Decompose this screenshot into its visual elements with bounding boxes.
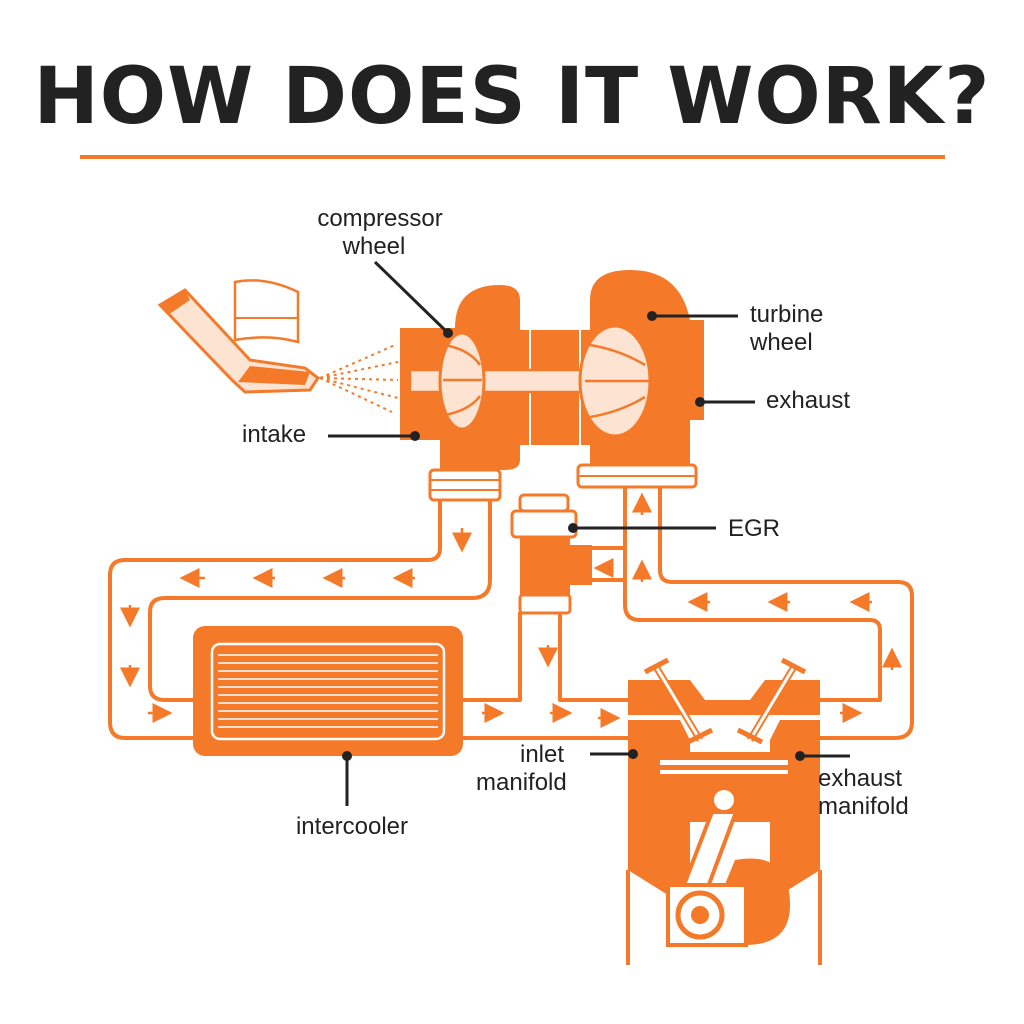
engine-cylinder	[626, 657, 822, 965]
spray-can	[233, 279, 300, 344]
label-egr: EGR	[728, 515, 780, 542]
compressor-outlet-flange	[428, 468, 502, 502]
intercooler	[193, 626, 463, 756]
title-divider	[80, 155, 945, 159]
label-turbine-wheel-line1: turbine	[750, 301, 823, 328]
page-title: HOW DOES IT WORK?	[33, 52, 991, 142]
label-turbine-wheel-line2: wheel	[749, 329, 813, 356]
exhaust-return-duct	[623, 488, 882, 702]
egr-branch-duct	[592, 546, 625, 582]
duct-network	[108, 488, 914, 740]
label-compressor-wheel-line1: compressor	[317, 205, 442, 232]
spray-mist	[319, 344, 399, 413]
cylinder-head	[628, 680, 820, 715]
label-compressor-wheel-line2: wheel	[342, 233, 406, 260]
compressor-wheel	[438, 331, 486, 431]
label-inlet-manifold-line1: inlet	[520, 741, 564, 768]
turbine-wheel	[578, 324, 652, 438]
compressor-outlet-duct-inner	[148, 500, 492, 702]
intake-spray-illustration	[157, 279, 399, 413]
exhaust-return-duct-outer	[658, 488, 914, 740]
label-intake: intake	[242, 421, 306, 448]
label-exhaust: exhaust	[766, 387, 850, 414]
intercooler-to-manifold-duct	[462, 612, 632, 702]
labels: compressor wheel turbine wheel exhaust i…	[242, 205, 909, 840]
turbocharger	[400, 270, 704, 502]
intake-valve	[643, 657, 714, 745]
label-intercooler: intercooler	[296, 813, 408, 840]
callouts	[328, 260, 850, 806]
exhaust-valve	[736, 657, 807, 745]
spray-nozzle	[157, 288, 321, 394]
egr-valve	[510, 493, 592, 615]
compressor-outlet-duct	[108, 500, 442, 740]
label-exhaust-manifold-line1: exhaust	[818, 765, 902, 792]
flow-arrows	[120, 492, 902, 728]
label-inlet-manifold-line2: manifold	[476, 769, 567, 796]
label-exhaust-manifold-line2: manifold	[818, 793, 909, 820]
